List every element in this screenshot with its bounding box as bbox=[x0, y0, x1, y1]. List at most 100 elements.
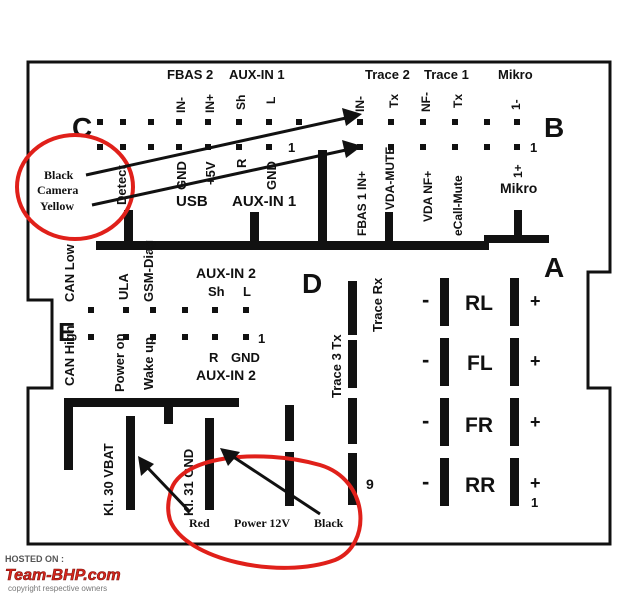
pin-d-2 bbox=[348, 340, 357, 388]
speaker-row-fl: - FL + bbox=[422, 338, 541, 386]
camera-annotation-circle bbox=[15, 133, 135, 241]
section-label-d: D bbox=[302, 268, 322, 299]
arrowhead-black-wire bbox=[342, 108, 362, 126]
pin-label-nf-minus: NF- bbox=[419, 92, 433, 112]
label-kl31-gnd: Kl. 31 GND bbox=[181, 449, 196, 516]
pin-label-l: L bbox=[264, 97, 278, 104]
watermark-hosted: HOSTED ON : bbox=[5, 554, 64, 564]
camera-label-yellow: Yellow bbox=[40, 199, 74, 213]
arrowhead-black-power-wire bbox=[220, 448, 240, 466]
power-label-black: Black bbox=[314, 516, 344, 530]
svg-text:+: + bbox=[530, 473, 541, 493]
power-annotation: Red Power 12V Black bbox=[138, 448, 363, 570]
pin-number-one-b: 1 bbox=[530, 140, 537, 155]
label-usb: USB bbox=[176, 193, 208, 210]
pin-label-in-plus: IN+ bbox=[203, 94, 217, 113]
pin-label-r: R bbox=[234, 158, 249, 168]
speaker-row-rr: - RR + 1 bbox=[422, 458, 541, 510]
svg-text:-: - bbox=[422, 287, 429, 312]
pin-label-vda-nf: VDA NF+ bbox=[421, 171, 435, 222]
section-label-e: E bbox=[58, 317, 75, 347]
pin-trace-rx bbox=[348, 281, 357, 335]
speaker-row-fr: - FR + bbox=[422, 398, 541, 446]
power-annotation-circle bbox=[166, 454, 363, 570]
arrow-black-power-wire bbox=[231, 454, 321, 516]
label-e-gnd: GND bbox=[231, 350, 260, 365]
arrow-yellow-wire bbox=[91, 148, 347, 207]
pin-row-c-top bbox=[97, 119, 302, 125]
arrow-red-wire bbox=[144, 464, 192, 514]
speaker-label-fl: FL bbox=[467, 352, 493, 375]
label-mikro-top: Mikro bbox=[498, 67, 533, 82]
speaker-row-rl: - RL + bbox=[422, 278, 541, 326]
pin-label-1-plus: 1+ bbox=[511, 164, 525, 178]
camera-label-camera: Camera bbox=[37, 183, 78, 197]
svg-text:+: + bbox=[530, 412, 541, 432]
label-fbas2: FBAS 2 bbox=[167, 67, 213, 82]
section-label-b: B bbox=[544, 112, 564, 143]
speaker-label-fr: FR bbox=[465, 414, 493, 437]
power-label-12v: Power 12V bbox=[234, 516, 290, 530]
label-can-low: CAN Low bbox=[62, 243, 77, 302]
arrowhead-yellow-wire bbox=[342, 140, 362, 158]
pin-row-c-bottom bbox=[97, 144, 272, 150]
pin-row-b-top bbox=[357, 119, 520, 125]
label-trace1: Trace 1 bbox=[424, 67, 469, 82]
label-power-on: Power on bbox=[112, 333, 127, 392]
pin-label-detect: Detect bbox=[114, 165, 129, 205]
label-trace3-tx: Trace 3 Tx bbox=[329, 334, 344, 398]
pin-label-ecall: eCall-Mute bbox=[451, 175, 465, 236]
pin-label-in-minus: IN- bbox=[174, 97, 188, 113]
label-can-high: CAN High bbox=[62, 325, 77, 386]
pin-label-fbas1: FBAS 1 IN+ bbox=[355, 171, 369, 236]
speaker-label-rr: RR bbox=[465, 474, 495, 497]
label-e-l: L bbox=[243, 284, 251, 299]
power-block bbox=[64, 398, 294, 510]
watermark: HOSTED ON : Team-BHP.com copyright respe… bbox=[5, 554, 121, 593]
watermark-brand: Team-BHP.com bbox=[5, 567, 121, 584]
label-ula: ULA bbox=[116, 273, 131, 300]
label-wake-up: Wake up bbox=[141, 337, 156, 390]
camera-annotation: Black Camera Yellow bbox=[15, 108, 362, 241]
pin-number-one-e: 1 bbox=[258, 331, 265, 346]
label-mikro-bottom: Mikro bbox=[500, 180, 537, 196]
label-kl30-vbat: Kl. 30 VBAT bbox=[101, 443, 116, 516]
label-auxin1-bottom: AUX-IN 1 bbox=[232, 193, 296, 210]
pin-label-in-minus-b: IN- bbox=[353, 96, 367, 112]
svg-text:-: - bbox=[422, 408, 429, 433]
pin-label-1-minus: 1- bbox=[509, 99, 523, 110]
pin-label-vda-mute: VDA-MUTE bbox=[383, 147, 397, 210]
label-e-sh: Sh bbox=[208, 284, 225, 299]
label-auxin1-top: AUX-IN 1 bbox=[229, 67, 285, 82]
svg-text:-: - bbox=[422, 469, 429, 494]
label-trace-rx: Trace Rx bbox=[370, 277, 385, 332]
label-trace2: Trace 2 bbox=[365, 67, 410, 82]
pin-label-tx2: Tx bbox=[451, 94, 465, 108]
pin-label-tx1: Tx bbox=[387, 94, 401, 108]
pin-number-one-a: 1 bbox=[531, 495, 538, 510]
label-auxin2-bottom: AUX-IN 2 bbox=[196, 367, 256, 383]
watermark-copyright: copyright respective owners bbox=[8, 584, 107, 593]
pin-d-3 bbox=[348, 398, 357, 444]
pin-d-4 bbox=[348, 453, 357, 505]
pin-row-e-top bbox=[88, 307, 249, 313]
section-label-a: A bbox=[544, 252, 564, 283]
label-auxin2-top: AUX-IN 2 bbox=[196, 265, 256, 281]
pin-number-one-c: 1 bbox=[288, 140, 295, 155]
divider-bus bbox=[96, 150, 549, 250]
label-pin-9: 9 bbox=[366, 476, 374, 492]
label-gsm-diag: GSM-Diag bbox=[141, 240, 156, 302]
svg-text:-: - bbox=[422, 347, 429, 372]
camera-label-black: Black bbox=[44, 168, 74, 182]
svg-text:+: + bbox=[530, 351, 541, 371]
pin-label-sh: Sh bbox=[234, 95, 248, 110]
label-e-r: R bbox=[209, 350, 219, 365]
speaker-label-rl: RL bbox=[465, 292, 493, 315]
power-label-red: Red bbox=[189, 516, 210, 530]
pin-row-b-bottom bbox=[357, 144, 520, 150]
arrow-black-wire bbox=[85, 116, 347, 177]
arrowhead-red-wire bbox=[138, 456, 154, 476]
svg-text:+: + bbox=[530, 291, 541, 311]
pin-row-e-bottom bbox=[88, 334, 249, 340]
